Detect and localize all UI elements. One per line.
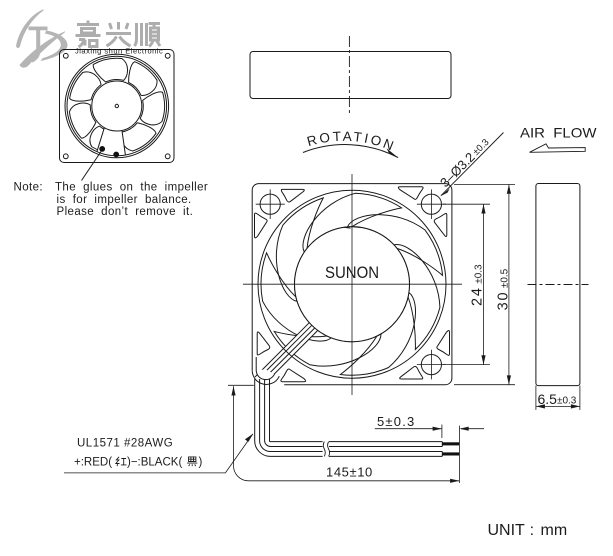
svg-text:Jiaxing shun Electronic: Jiaxing shun Electronic — [75, 47, 163, 56]
svg-text:): ) — [199, 457, 203, 469]
svg-text:145±10: 145±10 — [326, 465, 373, 480]
svg-text:Note:: Note: — [14, 182, 44, 194]
svg-text:SUNON: SUNON — [325, 264, 379, 282]
svg-text:UL1571 #28AWG: UL1571 #28AWG — [77, 438, 173, 450]
svg-text:)−:BLACK(: )−:BLACK( — [127, 457, 182, 469]
svg-text:The glues on the impeller: The glues on the impeller — [55, 182, 208, 194]
svg-text:+:RED(: +:RED( — [74, 457, 112, 469]
svg-text:Please don’t remove it.: Please don’t remove it. — [57, 206, 194, 218]
svg-text:6.5±0.3: 6.5±0.3 — [538, 391, 577, 407]
svg-text:5±0.3: 5±0.3 — [377, 414, 415, 429]
svg-text:AIR FLOW: AIR FLOW — [520, 125, 597, 141]
svg-text:is for impeller balance.: is for impeller balance. — [57, 194, 192, 206]
